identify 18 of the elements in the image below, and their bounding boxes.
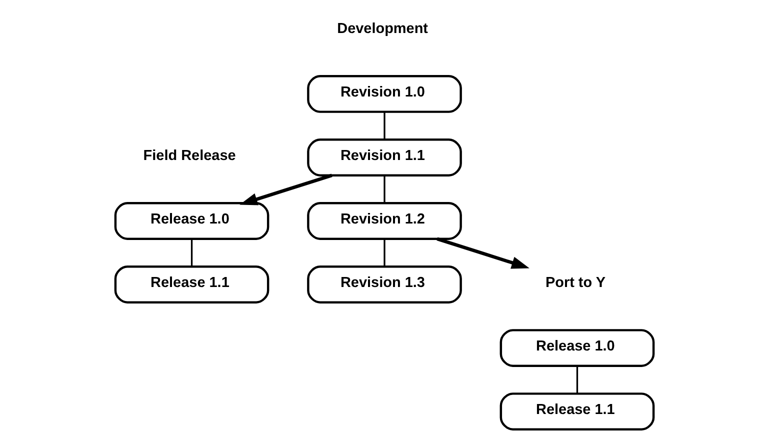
connector (384, 112, 386, 140)
connector (576, 366, 578, 394)
connector (384, 175, 386, 204)
node-box: Release 1.1 (114, 266, 270, 304)
node-box: Revision 1.1 (307, 138, 462, 176)
node-box: Release 1.0 (114, 202, 270, 240)
node-box: Revision 1.2 (307, 202, 462, 240)
node-box: Revision 1.0 (307, 75, 462, 113)
node-box: Release 1.0 (500, 329, 655, 367)
connector (384, 238, 386, 267)
node-text: Port to Y (545, 275, 606, 292)
arrow (240, 174, 332, 206)
label: Development (337, 21, 428, 38)
label: Field Release (143, 148, 236, 164)
connector (190, 238, 193, 267)
node-box: Revision 1.3 (307, 266, 462, 304)
node-box: Release 1.1 (500, 392, 655, 430)
arrow (436, 237, 530, 269)
